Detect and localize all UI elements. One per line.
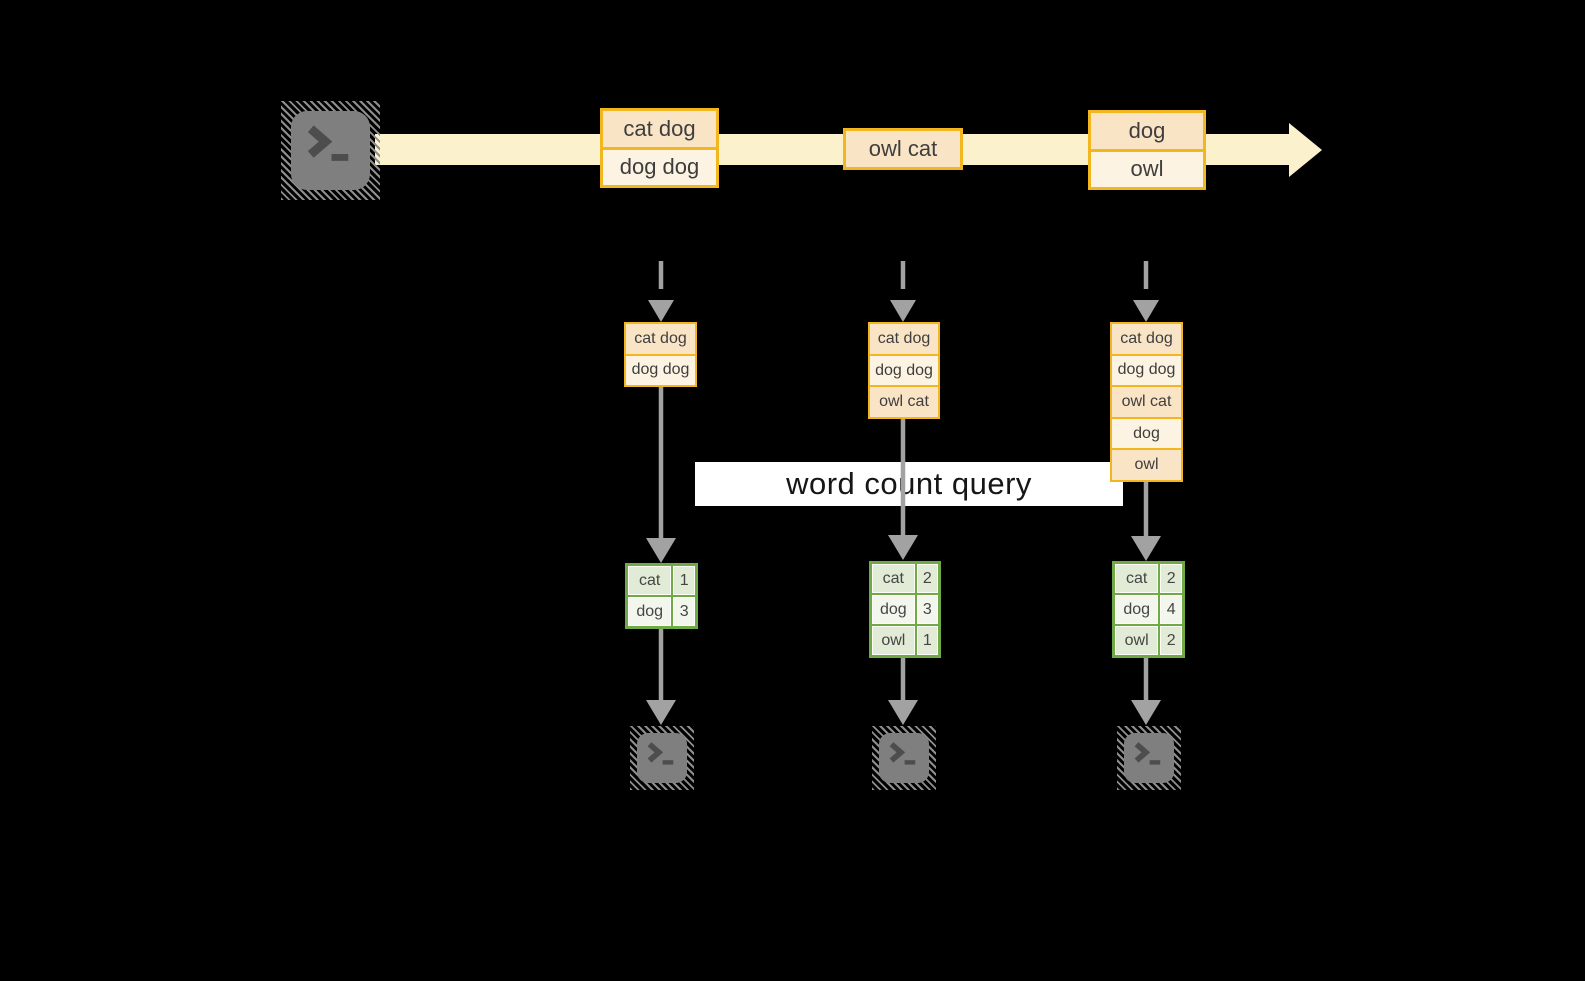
stream-event-box-2: owl cat bbox=[843, 128, 963, 170]
count-cell: 3 bbox=[916, 595, 938, 624]
terminal-prompt-icon bbox=[889, 742, 916, 765]
word-cell: cat bbox=[1115, 564, 1159, 593]
count-cell: 2 bbox=[916, 564, 938, 593]
word-cell: owl bbox=[1115, 626, 1159, 655]
stream-arrowhead-icon bbox=[1289, 123, 1322, 177]
event-line: owl cat bbox=[846, 131, 960, 167]
count-cell: 4 bbox=[1160, 595, 1182, 624]
count-cell: 1 bbox=[673, 566, 695, 595]
word-cell: dog bbox=[872, 595, 915, 624]
terminal-screen bbox=[1124, 733, 1174, 783]
sink-terminal-icon-1 bbox=[630, 726, 694, 790]
terminal-screen bbox=[637, 733, 687, 783]
event-line: dog dog bbox=[626, 355, 695, 385]
query-banner-label: word count query bbox=[786, 466, 1032, 501]
terminal-prompt-icon bbox=[1134, 742, 1161, 765]
terminal-prompt-icon bbox=[307, 125, 349, 161]
accumulated-events-box-1: cat dog dog dog bbox=[624, 322, 697, 387]
terminal-screen bbox=[291, 111, 370, 190]
event-line: dog bbox=[1091, 113, 1203, 149]
count-cell: 2 bbox=[1160, 564, 1182, 593]
event-line: cat dog bbox=[626, 324, 695, 354]
word-cell: dog bbox=[628, 597, 672, 626]
word-count-table-1: cat 1 dog 3 bbox=[625, 563, 698, 629]
event-line: dog bbox=[1112, 418, 1181, 449]
event-line: dog dog bbox=[1112, 355, 1181, 386]
event-line: cat dog bbox=[1112, 324, 1181, 354]
word-cell: cat bbox=[872, 564, 915, 593]
count-cell: 1 bbox=[916, 626, 938, 655]
terminal-screen bbox=[879, 733, 929, 783]
accumulated-events-box-2: cat dog dog dog owl cat bbox=[868, 322, 940, 419]
accumulated-events-box-3: cat dog dog dog owl cat dog owl bbox=[1110, 322, 1183, 482]
event-line: cat dog bbox=[870, 324, 938, 354]
word-cell: owl bbox=[872, 626, 915, 655]
event-line: owl bbox=[1091, 151, 1203, 187]
stream-event-box-3: dog owl bbox=[1088, 110, 1206, 190]
word-count-table-2: cat 2 dog 3 owl 1 bbox=[869, 561, 941, 658]
word-count-table-3: cat 2 dog 4 owl 2 bbox=[1112, 561, 1185, 658]
event-line: dog dog bbox=[870, 355, 938, 386]
event-line: owl cat bbox=[870, 387, 938, 418]
terminal-prompt-icon bbox=[647, 742, 674, 765]
sink-terminal-icon-3 bbox=[1117, 726, 1181, 790]
word-cell: cat bbox=[628, 566, 672, 595]
word-cell: dog bbox=[1115, 595, 1159, 624]
count-cell: 2 bbox=[1160, 626, 1182, 655]
event-line: owl bbox=[1112, 450, 1181, 480]
event-line: cat dog bbox=[603, 111, 716, 147]
word-count-query-banner: word count query bbox=[695, 462, 1123, 506]
sink-terminal-icon-2 bbox=[872, 726, 936, 790]
count-cell: 3 bbox=[673, 597, 695, 626]
event-line: dog dog bbox=[603, 149, 716, 185]
stream-source-terminal-icon bbox=[281, 101, 380, 200]
event-line: owl cat bbox=[1112, 387, 1181, 417]
stream-event-box-1: cat dog dog dog bbox=[600, 108, 719, 188]
